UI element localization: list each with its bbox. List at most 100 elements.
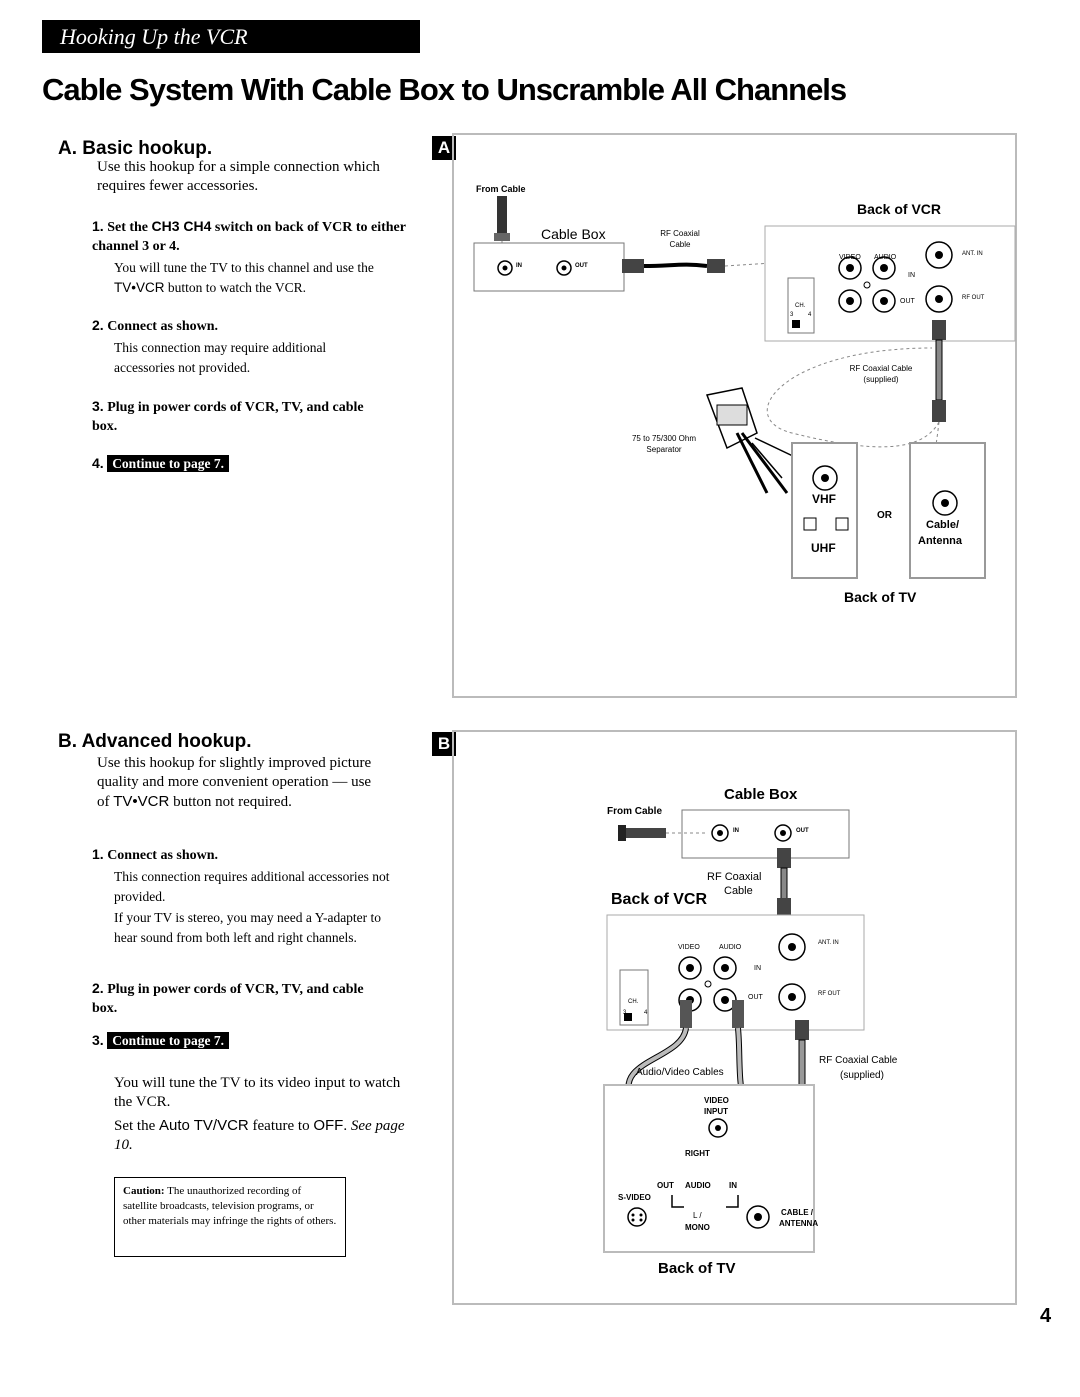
section-b-step-1-note-1: This connection requires additional acce…: [114, 869, 390, 904]
cable-antenna-label-2: Antenna: [918, 535, 962, 547]
note-text: button to watch the VCR.: [164, 279, 306, 295]
diagram-b: [603, 809, 865, 1253]
vcr-in-label: IN: [908, 272, 915, 279]
step-number: 1.: [92, 218, 104, 234]
from-cable-label: From Cable: [607, 806, 663, 817]
step-text: Connect as shown.: [107, 319, 219, 334]
av-cables-label: Audio/Video Cables: [636, 1067, 724, 1078]
s-video-jack-icon: [627, 1207, 647, 1227]
section-a-heading: A. Basic hookup.: [58, 138, 213, 159]
video-input-label-2: INPUT: [704, 1107, 728, 1116]
section-b-heading: B. Advanced hookup.: [58, 731, 252, 752]
continue-link[interactable]: Continue to page 7.: [107, 455, 229, 472]
step-number: 1.: [92, 846, 104, 862]
after-text: .: [343, 1118, 351, 1134]
separator-label-1: 75 to 75/300 Ohm: [631, 434, 697, 443]
l-label: L /: [693, 1211, 702, 1220]
cable-label: Cable: [724, 885, 753, 897]
step-keyword: CH3 CH4: [151, 218, 212, 234]
section-band: Hooking Up the VCR: [42, 20, 420, 53]
step-number: 2.: [92, 980, 104, 996]
intro-text: button not required.: [169, 794, 292, 810]
step-text: Connect as shown.: [107, 848, 219, 863]
vcr-out-label: OUT: [900, 298, 915, 305]
mono-label: MONO: [685, 1223, 710, 1232]
step-text: switch on back of VCR to either channel …: [92, 220, 406, 254]
step-number: 3.: [92, 398, 104, 414]
back-of-vcr-label: Back of VCR: [611, 891, 708, 908]
diagram-a-panel: [452, 133, 1017, 698]
from-cable-label: From Cable: [476, 184, 526, 194]
page-number: 4: [1040, 1305, 1052, 1327]
cable-box-label: Cable Box: [724, 786, 798, 803]
cable-box-out-label: OUT: [796, 828, 809, 834]
rf-coaxial-label: RF Coaxial: [707, 871, 762, 883]
cable-antenna-label-2: ANTENNA: [779, 1219, 819, 1228]
cable-box-out-label: OUT: [575, 263, 588, 269]
after-text: Set the: [114, 1118, 159, 1134]
after-keyword: OFF: [313, 1117, 344, 1134]
section-a-step-1-note: You will tune the TV to this channel and…: [114, 258, 424, 297]
section-a-step-4: 4. Continue to page 7.: [92, 454, 229, 474]
page-reference: See page 10.: [114, 1118, 405, 1153]
vhf-label: VHF: [812, 492, 836, 506]
separator-label-2: Separator: [646, 445, 682, 454]
tv-out-label: OUT: [657, 1181, 674, 1190]
back-of-tv-label: Back of TV: [658, 1260, 736, 1277]
video-input-label-1: VIDEO: [704, 1096, 729, 1105]
cable-box-in-label: IN: [516, 263, 522, 269]
ant-in-label: ANT. IN: [962, 251, 983, 257]
after-keyword: Auto TV/VCR: [159, 1117, 249, 1134]
or-label: OR: [877, 510, 892, 521]
audio-label: AUDIO: [719, 944, 742, 951]
note-text: You will tune the TV to this channel and…: [114, 260, 374, 275]
back-of-vcr-label: Back of VCR: [857, 201, 942, 217]
back-of-tv-label: Back of TV: [844, 589, 917, 605]
intro-text: Use this hookup for slightly improved pi…: [97, 755, 372, 810]
cable-antenna-label-1: CABLE /: [781, 1208, 813, 1217]
section-b-intro: Use this hookup for slightly improved pi…: [97, 754, 387, 812]
page-title: Cable System With Cable Box to Unscrambl…: [42, 72, 847, 107]
vcr-av-jacks: [838, 256, 896, 313]
rf-coax-cable-label: RF Coaxial Cable: [819, 1055, 898, 1066]
cable-label: Cable: [669, 240, 691, 249]
cable-box-in-label: IN: [733, 828, 739, 834]
section-a-step-3: 3. Plug in power cords of VCR, TV, and c…: [92, 397, 392, 436]
cable-box-label: Cable Box: [541, 226, 606, 242]
ch-label: CH.: [795, 303, 806, 309]
step-text: Plug in power cords of VCR, TV, and cabl…: [92, 400, 364, 434]
ch3-label: 3: [790, 312, 794, 318]
tv-back-vhf-uhf: [791, 442, 858, 579]
rf-out-label: RF OUT: [962, 295, 985, 301]
section-b-after-2: Set the Auto TV/VCR feature to OFF. See …: [114, 1116, 414, 1155]
rf-coaxial-label: RF Coaxial: [660, 229, 700, 238]
video-label: VIDEO: [678, 944, 700, 951]
rf-cable-supplied-icon: [932, 400, 946, 422]
rf-cable-plug-icon: [622, 259, 644, 273]
section-a-intro: Use this hookup for a simple connection …: [97, 159, 380, 194]
ant-in-label: ANT. IN: [818, 940, 839, 946]
continue-link[interactable]: Continue to page 7.: [107, 1032, 229, 1049]
step-number: 3.: [92, 1032, 104, 1048]
supplied-label: (supplied): [863, 375, 899, 384]
step-text: Plug in power cords of VCR, TV, and cabl…: [92, 982, 364, 1016]
right-label: RIGHT: [685, 1149, 710, 1158]
from-cable-connector-icon: [622, 828, 666, 838]
step-number: 2.: [92, 317, 104, 333]
caution-box: Caution: The unauthorized recording of s…: [114, 1177, 346, 1257]
note-keyword: TV•VCR: [114, 279, 165, 295]
supplied-label: (supplied): [840, 1070, 884, 1081]
vcr-in-label: IN: [754, 965, 761, 972]
video-label: VIDEO: [839, 254, 861, 261]
tv-audio-label: AUDIO: [685, 1181, 711, 1190]
uhf-label: UHF: [811, 541, 836, 555]
section-b-step-3: 3. Continue to page 7.: [92, 1031, 229, 1051]
ch4-label: 4: [808, 312, 812, 318]
section-a-step-1: 1. Set the CH3 CH4 switch on back of VCR…: [92, 217, 412, 256]
s-video-label: S-VIDEO: [618, 1193, 651, 1202]
diagram-a: [473, 196, 1016, 579]
caution-label: Caution:: [123, 1185, 165, 1197]
ch-label: CH.: [628, 999, 639, 1005]
section-b-step-2: 2. Plug in power cords of VCR, TV, and c…: [92, 979, 392, 1018]
section-b-after-1: You will tune the TV to its video input …: [114, 1075, 401, 1110]
